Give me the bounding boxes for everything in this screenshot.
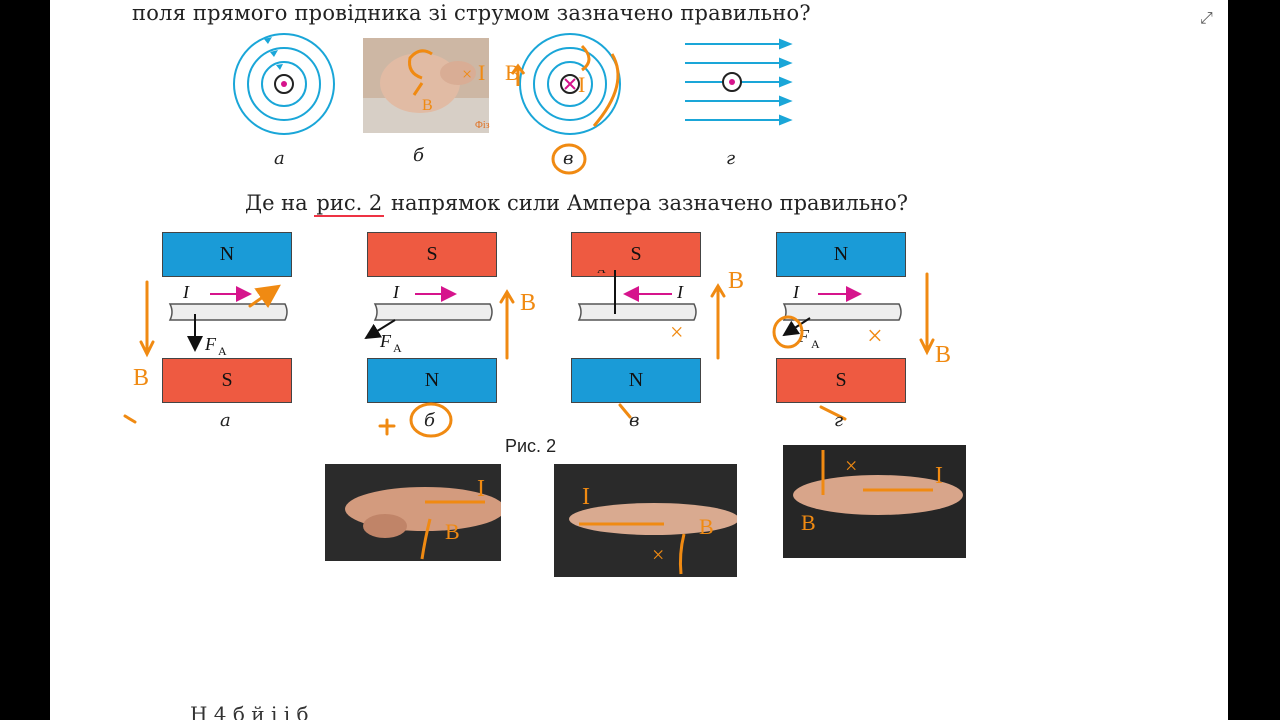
fig2-label-b: б [424,410,435,431]
hand-photo-3: I B × [783,445,966,558]
fig-reference-link[interactable]: рис. 2 [314,191,385,217]
hand-photo-2: I B × [554,464,737,577]
svg-text:I: I [935,463,943,489]
expand-icon[interactable]: ⤢ [1200,8,1213,27]
svg-text:F: F [204,334,217,354]
fig2-a-top-magnet: N [162,232,292,277]
figure-2-caption: Рис. 2 [505,436,557,456]
svg-text:I: I [477,476,485,502]
question-2-text: Де на рис. 2 напрямок сили Ампера зазнач… [245,191,909,217]
svg-text:I: I [582,484,590,510]
fig2-a-bottom-magnet: S [162,358,292,403]
svg-text:A: A [393,341,402,355]
svg-text:A: A [811,337,820,351]
svg-text:I: I [578,72,585,97]
svg-text:B: B [801,510,816,535]
fig2-d-bottom-magnet: S [776,358,906,403]
svg-text:×: × [845,453,857,478]
svg-text:B: B [133,365,149,391]
fig2-label-a: а [220,410,231,431]
fig1-d-field [685,38,793,126]
svg-text:I: I [676,282,684,302]
svg-text:×: × [462,64,472,84]
fig1-a-field [233,33,335,135]
svg-text:A: A [218,344,227,358]
fig1-label-c: в [563,148,574,169]
fig2-b-bottom-magnet: N [367,358,497,403]
svg-text:B: B [520,290,536,316]
fig1-label-d: г [726,148,736,169]
svg-text:×: × [652,542,664,567]
fig2-label-d: г [834,410,844,431]
svg-text:I: I [182,282,190,302]
fig2-label-c: в [629,410,640,431]
svg-text:I: I [478,60,485,85]
svg-text:×: × [670,320,684,346]
svg-text:B: B [699,514,714,539]
fig2-label-annotations [409,402,453,438]
svg-text:I: I [392,282,400,302]
svg-text:B: B [445,519,460,544]
svg-text:B: B [935,342,951,368]
svg-text:I: I [792,282,800,302]
svg-text:B: B [728,270,744,294]
svg-text:F: F [583,270,596,272]
fig2-d-top-magnet: N [776,232,906,277]
figure-1: Фіз B × I B I [233,33,793,175]
question-1-text: поля прямого провідника зі струмом зазна… [132,1,811,25]
fig1-c-field: I [510,33,621,135]
figure-2-conductors: I F A I F A I F A I F A B B [123,270,951,436]
svg-text:B: B [422,97,433,114]
fig2-b-top-magnet: S [367,232,497,277]
svg-text:×: × [867,321,883,352]
fig1-label-a: а [274,148,285,169]
svg-text:F: F [379,331,392,351]
fig1-b-hand-photo: Фіз B × I B [363,38,520,133]
svg-text:A: A [597,270,606,276]
fig1-label-b: б [413,145,424,166]
photo-watermark: Фіз [475,120,490,131]
fig2-c-top-magnet: S [571,232,701,277]
fig2-c-bottom-magnet: N [571,358,701,403]
next-question-partial: Н 4 б й і і б [190,702,309,720]
document-page: поля прямого провідника зі струмом зазна… [50,0,1228,720]
hand-photo-1: I B [325,464,501,561]
